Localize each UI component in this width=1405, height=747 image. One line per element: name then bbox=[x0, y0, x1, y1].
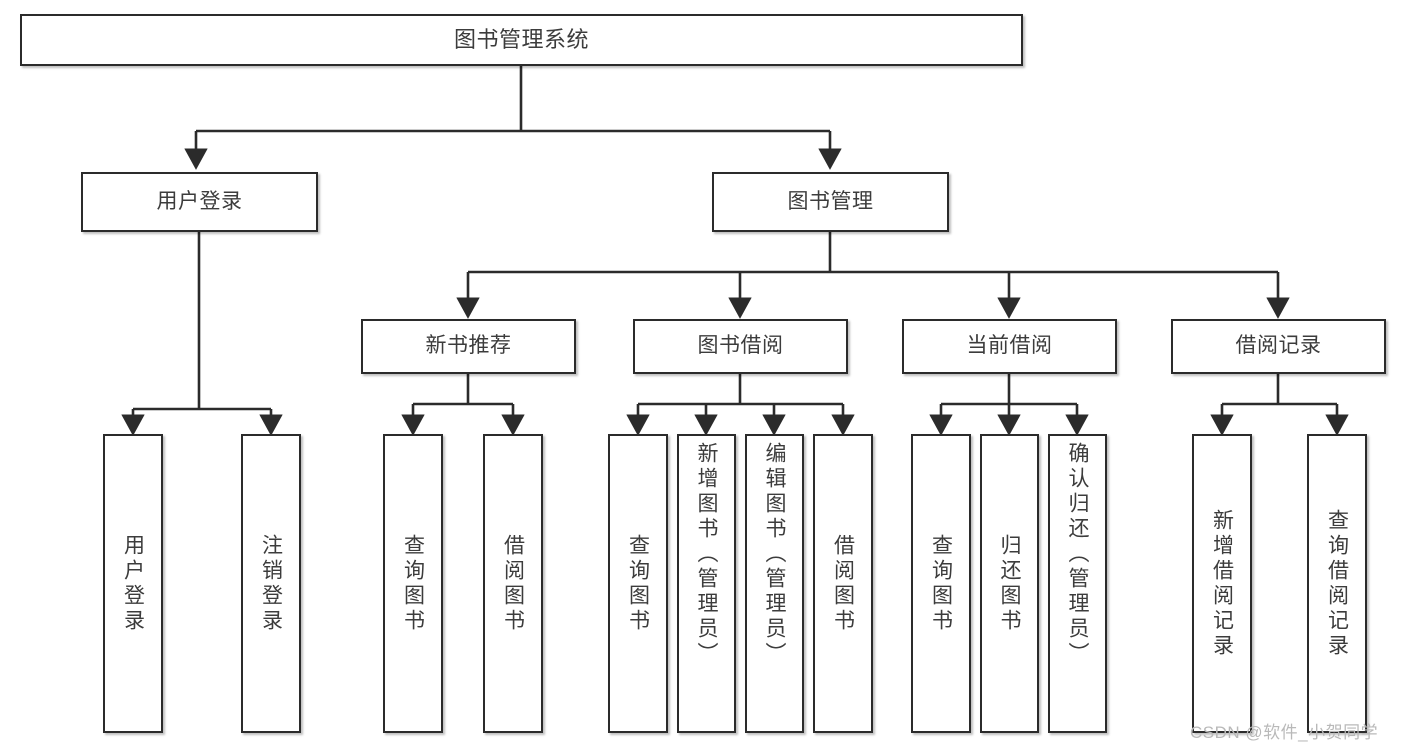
node-label: 查询图书 bbox=[929, 533, 953, 634]
csdn-watermark: CSDN @软件_小贺同学 bbox=[1190, 723, 1379, 742]
node-label: 用户登录 bbox=[121, 533, 145, 634]
node-label: 新增借阅记录 bbox=[1210, 508, 1234, 659]
node-leaf-book-borrow-query[interactable]: 查询图书 bbox=[608, 434, 668, 733]
node-borrow-record[interactable]: 借阅记录 bbox=[1171, 319, 1386, 374]
node-label: 新增图书（管理员） bbox=[695, 442, 718, 667]
node-leaf-book-borrow-borrow[interactable]: 借阅图书 bbox=[813, 434, 873, 733]
node-label: 用户登录 bbox=[156, 189, 243, 213]
node-leaf-user-login-logout[interactable]: 注销登录 bbox=[241, 434, 301, 733]
node-label: 编辑图书（管理员） bbox=[763, 442, 786, 667]
node-label: 确认归还（管理员） bbox=[1066, 442, 1089, 667]
node-leaf-new-book-borrow[interactable]: 借阅图书 bbox=[483, 434, 543, 733]
node-leaf-borrow-record-add[interactable]: 新增借阅记录 bbox=[1192, 434, 1252, 733]
node-leaf-book-borrow-edit[interactable]: 编辑图书（管理员） bbox=[745, 434, 804, 733]
node-label: 图书管理 bbox=[787, 189, 874, 213]
node-root-book-management-system[interactable]: 图书管理系统 bbox=[20, 14, 1023, 66]
node-label: 归还图书 bbox=[998, 533, 1021, 634]
node-leaf-current-borrow-confirm-return[interactable]: 确认归还（管理员） bbox=[1048, 434, 1107, 733]
node-leaf-book-borrow-add[interactable]: 新增图书（管理员） bbox=[677, 434, 736, 733]
node-label: 图书借阅 bbox=[697, 334, 784, 358]
node-label: 查询图书 bbox=[401, 533, 425, 634]
node-label: 借阅记录 bbox=[1235, 334, 1322, 358]
node-leaf-current-borrow-return[interactable]: 归还图书 bbox=[980, 434, 1039, 733]
node-label: 注销登录 bbox=[259, 533, 283, 634]
node-leaf-current-borrow-query[interactable]: 查询图书 bbox=[911, 434, 971, 733]
node-label: 查询借阅记录 bbox=[1325, 508, 1349, 659]
node-label: 图书管理系统 bbox=[453, 27, 589, 53]
node-book-management[interactable]: 图书管理 bbox=[712, 172, 949, 232]
node-book-borrow[interactable]: 图书借阅 bbox=[633, 319, 848, 374]
node-leaf-borrow-record-query[interactable]: 查询借阅记录 bbox=[1307, 434, 1367, 733]
node-leaf-user-login-login[interactable]: 用户登录 bbox=[103, 434, 163, 733]
node-label: 当前借阅 bbox=[966, 334, 1053, 358]
node-current-borrow[interactable]: 当前借阅 bbox=[902, 319, 1117, 374]
node-label: 新书推荐 bbox=[425, 334, 512, 358]
node-leaf-new-book-query[interactable]: 查询图书 bbox=[383, 434, 443, 733]
node-label: 借阅图书 bbox=[831, 533, 855, 634]
node-user-login[interactable]: 用户登录 bbox=[81, 172, 318, 232]
node-label: 借阅图书 bbox=[501, 533, 525, 634]
node-label: 查询图书 bbox=[626, 533, 650, 634]
node-new-book-recommend[interactable]: 新书推荐 bbox=[361, 319, 576, 374]
